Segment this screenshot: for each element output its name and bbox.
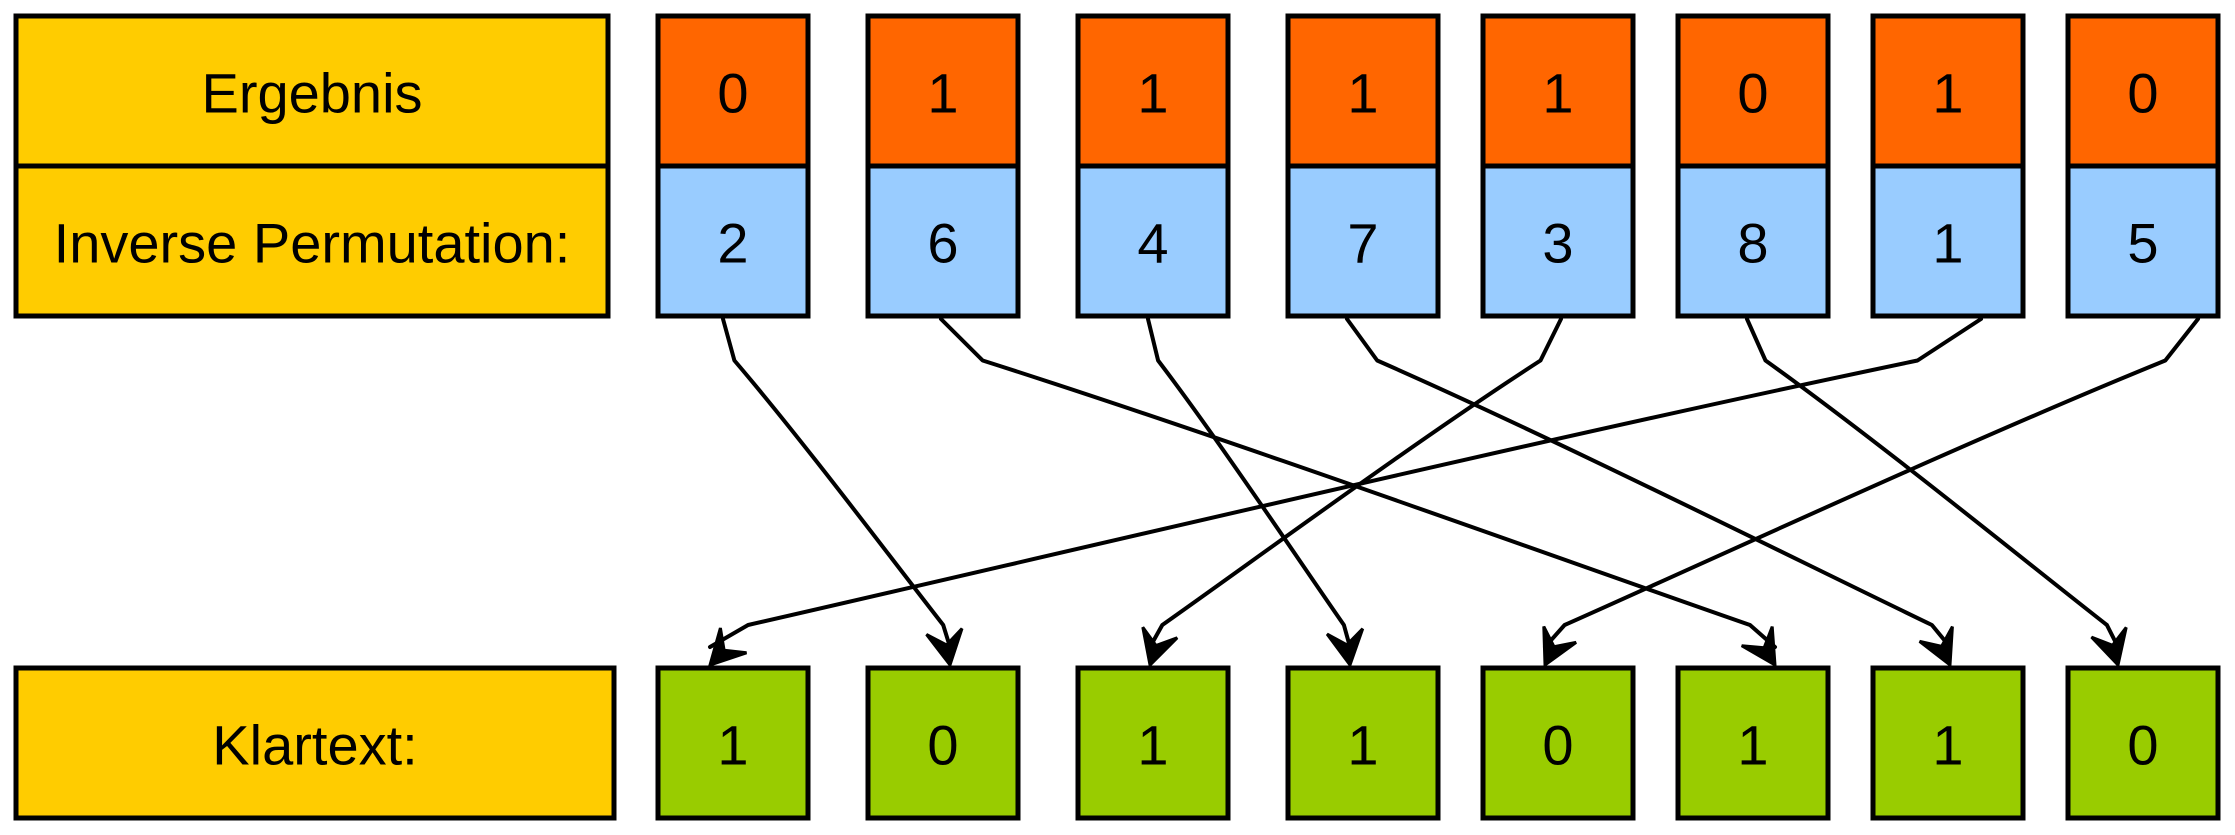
permutation-index-7: 1 bbox=[1932, 212, 1963, 275]
arrow-head-1-to-2 bbox=[925, 627, 964, 669]
plaintext-cell-7 bbox=[1870, 665, 2026, 821]
plaintext-bit-8: 0 bbox=[2127, 714, 2158, 777]
plaintext-bit-3: 1 bbox=[1137, 714, 1168, 777]
permutation-index-8: 5 bbox=[2127, 212, 2158, 275]
arrow-head-7-to-1 bbox=[707, 627, 747, 668]
result-bit-5: 1 bbox=[1542, 62, 1573, 125]
permutation-cell-5 bbox=[1480, 163, 1636, 319]
result-cell-5 bbox=[1480, 13, 1636, 169]
permutation-index-2: 6 bbox=[927, 212, 958, 275]
permutation-cell-4 bbox=[1285, 163, 1441, 319]
permutation-cell-1 bbox=[655, 163, 811, 319]
plaintext-cell-3 bbox=[1075, 665, 1231, 821]
permutation-index-6: 8 bbox=[1737, 212, 1768, 275]
inverse-permutation-label-box bbox=[13, 163, 611, 319]
result-cell-3 bbox=[1075, 13, 1231, 169]
plaintext-bit-1: 1 bbox=[717, 714, 748, 777]
arrow-line-5-to-3 bbox=[1148, 317, 1563, 649]
result-label-box bbox=[13, 13, 611, 169]
plaintext-label: Klartext: bbox=[212, 714, 417, 777]
arrow-line-1-to-2 bbox=[721, 317, 952, 649]
arrow-head-2-to-6 bbox=[1740, 626, 1777, 668]
arrow-line-8-to-5 bbox=[1543, 317, 2200, 649]
permutation-arrows bbox=[707, 317, 2200, 669]
result-cell-6 bbox=[1675, 13, 1831, 169]
permutation-index-1: 2 bbox=[717, 212, 748, 275]
arrow-head-6-to-8 bbox=[2090, 626, 2128, 669]
plaintext-bit-7: 1 bbox=[1932, 714, 1963, 777]
permutation-cell-8 bbox=[2065, 163, 2221, 319]
arrow-line-7-to-1 bbox=[708, 317, 1983, 649]
permutation-cell-6 bbox=[1675, 163, 1831, 319]
result-bit-3: 1 bbox=[1137, 62, 1168, 125]
result-bit-7: 1 bbox=[1932, 62, 1963, 125]
result-bit-2: 1 bbox=[927, 62, 958, 125]
plaintext-cell-1 bbox=[655, 665, 811, 821]
arrow-head-5-to-3 bbox=[1141, 626, 1179, 669]
arrow-head-8-to-5 bbox=[1542, 625, 1577, 668]
plaintext-label-box bbox=[13, 665, 617, 821]
inverse-permutation-label: Inverse Permutation: bbox=[54, 212, 571, 275]
arrow-line-2-to-6 bbox=[939, 317, 1777, 649]
plaintext-cell-2 bbox=[865, 665, 1021, 821]
plaintext-bit-5: 0 bbox=[1542, 714, 1573, 777]
plaintext-bit-2: 0 bbox=[927, 714, 958, 777]
arrow-line-4-to-7 bbox=[1345, 317, 1952, 649]
permutation-index-4: 7 bbox=[1347, 212, 1378, 275]
plaintext-cell-4 bbox=[1285, 665, 1441, 821]
result-bit-1: 0 bbox=[717, 62, 748, 125]
permutation-index-5: 3 bbox=[1542, 212, 1573, 275]
result-bit-4: 1 bbox=[1347, 62, 1378, 125]
plaintext-bit-4: 1 bbox=[1347, 714, 1378, 777]
permutation-cell-7 bbox=[1870, 163, 2026, 319]
plaintext-cell-5 bbox=[1480, 665, 1636, 821]
result-cell-7 bbox=[1870, 13, 2026, 169]
arrow-head-3-to-4 bbox=[1325, 627, 1365, 669]
permutation-cell-3 bbox=[1075, 163, 1231, 319]
permutation-index-3: 4 bbox=[1137, 212, 1168, 275]
result-label: Ergebnis bbox=[201, 62, 422, 125]
result-bit-6: 0 bbox=[1737, 62, 1768, 125]
plaintext-cell-6 bbox=[1675, 665, 1831, 821]
permutation-cell-2 bbox=[865, 163, 1021, 319]
arrow-line-3-to-4 bbox=[1146, 317, 1352, 649]
arrow-line-6-to-8 bbox=[1745, 317, 2120, 649]
arrow-head-4-to-7 bbox=[1918, 625, 1954, 668]
plaintext-cell-8 bbox=[2065, 665, 2221, 821]
result-bit-8: 0 bbox=[2127, 62, 2158, 125]
plaintext-bit-6: 1 bbox=[1737, 714, 1768, 777]
result-cell-1 bbox=[655, 13, 811, 169]
